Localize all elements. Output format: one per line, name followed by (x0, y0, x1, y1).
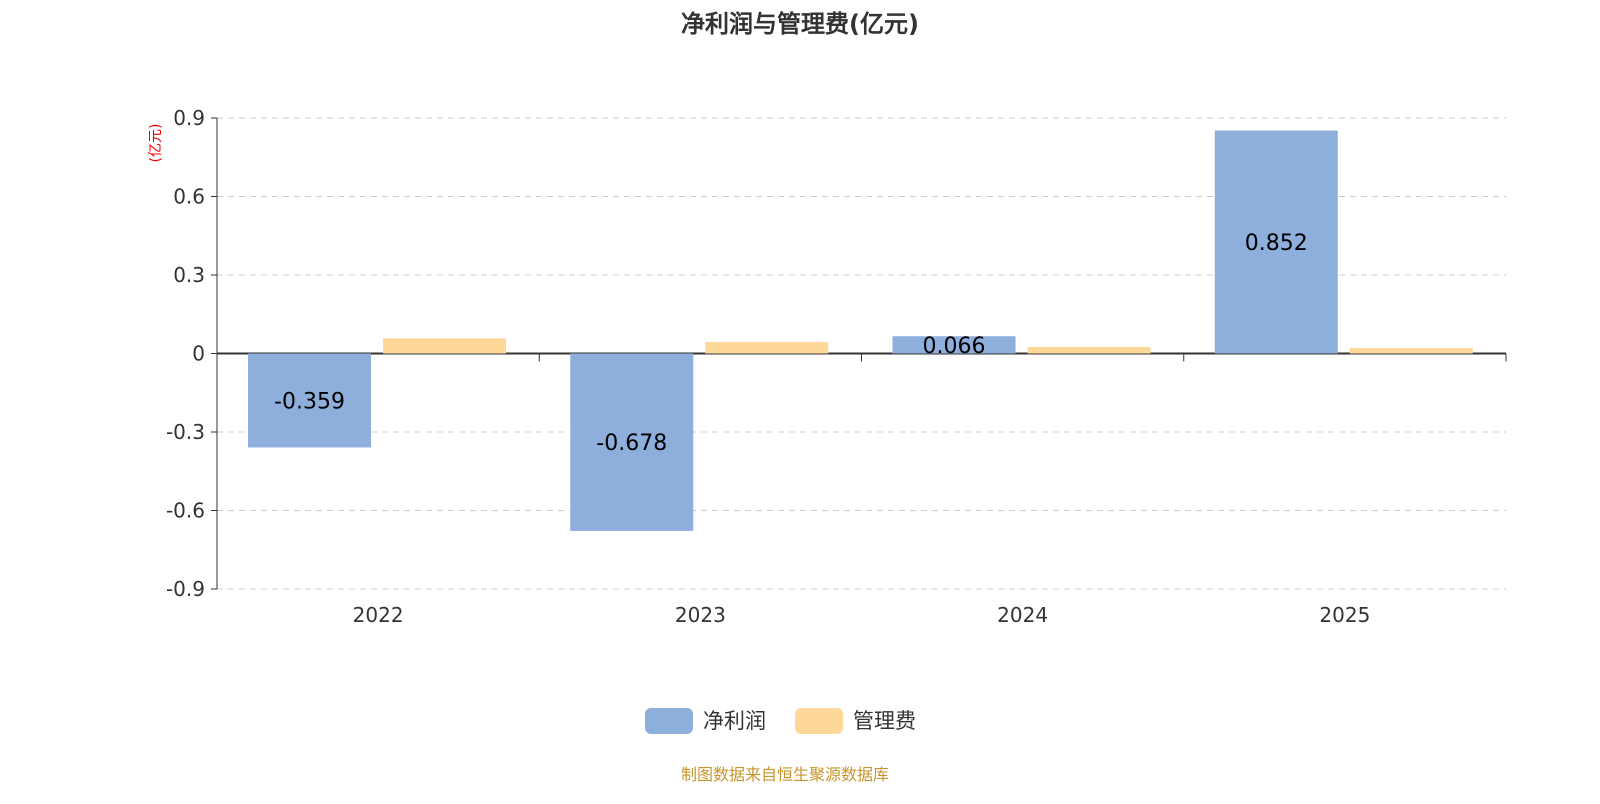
y-tick-label: -0.3 (166, 420, 205, 444)
legend-label[interactable]: 净利润 (703, 709, 766, 733)
bar-net-profit (570, 353, 694, 531)
data-label: -0.359 (274, 389, 345, 414)
x-tick-label: 2024 (997, 603, 1048, 627)
y-tick-label: -0.6 (166, 499, 205, 523)
chart-title: 净利润与管理费(亿元) (681, 10, 919, 38)
data-label: 0.852 (1245, 231, 1308, 256)
bar-admin-fee (383, 338, 506, 354)
legend-swatch[interactable] (795, 708, 843, 734)
bar-admin-fee (1027, 346, 1151, 354)
legend-label[interactable]: 管理费 (853, 709, 916, 733)
x-tick-label: 2023 (675, 603, 726, 627)
data-label: 0.066 (923, 334, 986, 359)
y-tick-label: 0.9 (173, 106, 205, 130)
x-tick-label: 2025 (1319, 603, 1370, 627)
y-tick-label: 0 (192, 342, 205, 366)
x-tick-label: 2022 (353, 603, 404, 627)
legend-swatch[interactable] (645, 708, 693, 734)
footer-source: 制图数据来自恒生聚源数据库 (681, 765, 889, 784)
bar-admin-fee (705, 341, 829, 354)
bar-net-profit (248, 353, 371, 448)
y-axis-unit: (亿元) (148, 124, 164, 163)
bar-admin-fee (1349, 348, 1473, 354)
y-tick-label: 0.6 (173, 185, 205, 209)
bar-net-profit (892, 336, 1016, 354)
bar-net-profit (1214, 130, 1338, 354)
y-tick-label: -0.9 (166, 577, 205, 601)
y-tick-label: 0.3 (173, 263, 205, 287)
data-label: -0.678 (596, 431, 667, 456)
